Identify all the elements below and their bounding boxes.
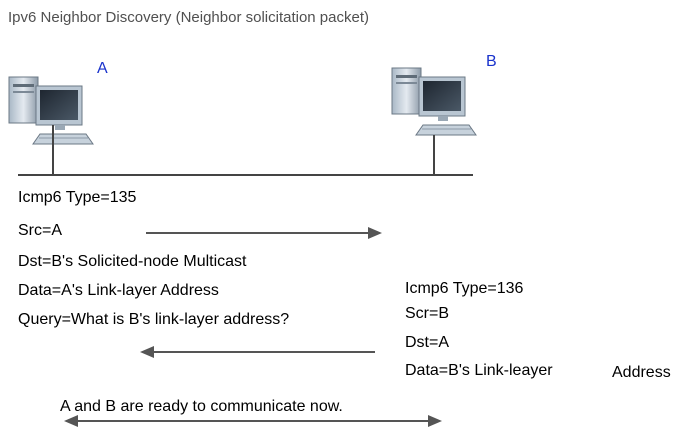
ns-src: Src=A [18,222,63,239]
ns-dst: Dst=B's Solicited-node Multicast [18,253,247,270]
host-a-label: A [97,60,108,77]
host-b-computer-icon [391,67,477,136]
na-src: Scr=B [405,305,450,322]
ns-query: Query=What is B's link-layer address? [18,311,290,328]
solicitation-arrow [146,227,382,239]
ready-status: A and B are ready to communicate now. [60,398,343,415]
diagram-title: Ipv6 Neighbor Discovery (Neighbor solici… [8,9,369,26]
ns-icmp-type: Icmp6 Type=135 [18,189,137,206]
advertisement-arrow [140,346,375,358]
na-data-address: Address [612,364,671,381]
na-dst: Dst=A [405,334,450,351]
bidirectional-arrow [64,415,442,427]
host-a-computer-icon [8,76,94,145]
na-icmp-type: Icmp6 Type=136 [405,280,524,297]
host-b-label: B [486,53,497,70]
ns-data: Data=A's Link-layer Address [18,282,219,299]
na-data: Data=B's Link-leayer [405,362,553,379]
